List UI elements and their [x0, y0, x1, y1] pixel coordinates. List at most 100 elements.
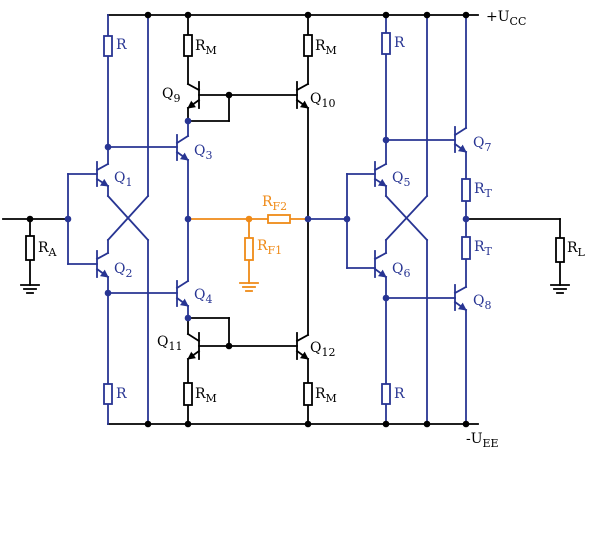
junction-dot — [382, 294, 390, 302]
label-q2: Q2 — [114, 261, 132, 280]
label-rt1: RT — [474, 181, 493, 200]
junction-dot — [382, 11, 390, 19]
q9-emitter — [186, 82, 201, 92]
label-rl: RL — [567, 240, 586, 259]
resistor-rm3 — [183, 382, 193, 406]
label-rm3: RM — [195, 386, 217, 405]
q8-collector — [453, 300, 468, 312]
junction-dot — [423, 420, 431, 428]
label-r4: R — [394, 386, 405, 402]
q10-collector — [295, 98, 310, 110]
junction-dot — [104, 289, 112, 297]
resistor-rm4 — [303, 382, 313, 406]
junction-dot — [343, 215, 351, 223]
resistor-r2 — [103, 383, 113, 405]
label-q6: Q6 — [392, 261, 410, 280]
labels: +UCC -UEE RA RL RM RM RM RM R R R R RT R… — [38, 9, 586, 450]
ground-ra — [20, 284, 40, 294]
junction-dot — [184, 11, 192, 19]
q6-collector — [373, 267, 388, 279]
junction-dot — [245, 215, 253, 223]
label-rm4: RM — [315, 386, 337, 405]
q2-emitter — [95, 251, 110, 261]
q5-emitter — [373, 177, 388, 188]
junction-dot — [382, 136, 390, 144]
junction-dot — [382, 420, 390, 428]
q7-collector — [453, 126, 468, 137]
label-q5: Q5 — [392, 170, 410, 189]
resistor-rt2 — [461, 236, 471, 260]
junction-dot — [423, 11, 431, 19]
q7-emitter — [453, 142, 468, 154]
junction-dot — [304, 11, 312, 19]
junction-dot — [225, 91, 233, 99]
ground-rf1 — [239, 282, 259, 292]
label-r3: R — [394, 35, 405, 51]
q4-collector — [175, 296, 190, 308]
ground-rl — [550, 284, 570, 294]
q3-collector-diag — [175, 134, 190, 145]
q11-emitter — [186, 349, 201, 361]
junction-dot — [104, 143, 112, 151]
junction-dot — [144, 420, 152, 428]
cross-top-left — [106, 194, 150, 242]
q11-collector — [186, 332, 201, 343]
resistor-rl — [555, 237, 565, 263]
label-q11: Q11 — [157, 334, 182, 353]
q4-emitter — [175, 279, 190, 290]
label-r1: R — [116, 37, 127, 53]
resistor-r1 — [103, 35, 113, 57]
resistor-rf1 — [244, 237, 254, 261]
junction-dot — [462, 215, 470, 223]
junction-dot — [184, 420, 192, 428]
resistor-ra — [25, 235, 35, 261]
vcc-label: +UCC — [486, 9, 526, 28]
junction-dot — [225, 342, 233, 350]
junction-dot — [64, 215, 72, 223]
q5-collector — [373, 162, 388, 172]
resistor-bodies — [25, 32, 565, 406]
junction-dot — [184, 215, 192, 223]
label-rf1: RF1 — [257, 238, 282, 257]
junction-dot — [304, 420, 312, 428]
label-rm1: RM — [195, 38, 217, 57]
q12-collector — [295, 333, 310, 343]
q6-emitter — [373, 251, 388, 261]
label-q1: Q1 — [114, 170, 132, 189]
label-q12: Q12 — [310, 340, 335, 359]
resistor-rt1 — [461, 178, 471, 202]
q10-emitter — [295, 82, 310, 92]
junction-dot — [144, 11, 152, 19]
q1-emitter — [95, 177, 110, 188]
junction-dot — [462, 420, 470, 428]
resistor-r4 — [381, 383, 391, 405]
junction-dot — [184, 117, 192, 125]
resistor-rf2 — [267, 214, 291, 224]
junction-dot — [26, 215, 34, 223]
q1-collector — [95, 162, 110, 172]
q8-emitter — [453, 285, 468, 295]
q3-emitter — [175, 150, 190, 162]
label-q3: Q3 — [194, 143, 212, 162]
junction-dot — [304, 215, 312, 223]
label-q10: Q10 — [310, 91, 335, 110]
label-q9: Q9 — [162, 86, 180, 105]
label-rm2: RM — [315, 38, 337, 57]
resistor-rm2 — [303, 34, 313, 57]
cross2-up — [384, 194, 429, 242]
vee-label: -UEE — [466, 431, 499, 450]
black-wires — [2, 14, 570, 425]
label-q4: Q4 — [194, 287, 212, 306]
junction-dots — [26, 11, 470, 428]
q2-collector — [95, 267, 110, 279]
resistor-r3 — [381, 32, 391, 55]
q12-emitter — [295, 349, 310, 361]
resistor-rm1 — [183, 34, 193, 57]
label-r2: R — [116, 386, 127, 402]
label-rf2: RF2 — [262, 194, 287, 213]
junction-dot — [184, 314, 192, 322]
q9-collector — [186, 98, 201, 110]
label-q7: Q7 — [473, 135, 491, 154]
